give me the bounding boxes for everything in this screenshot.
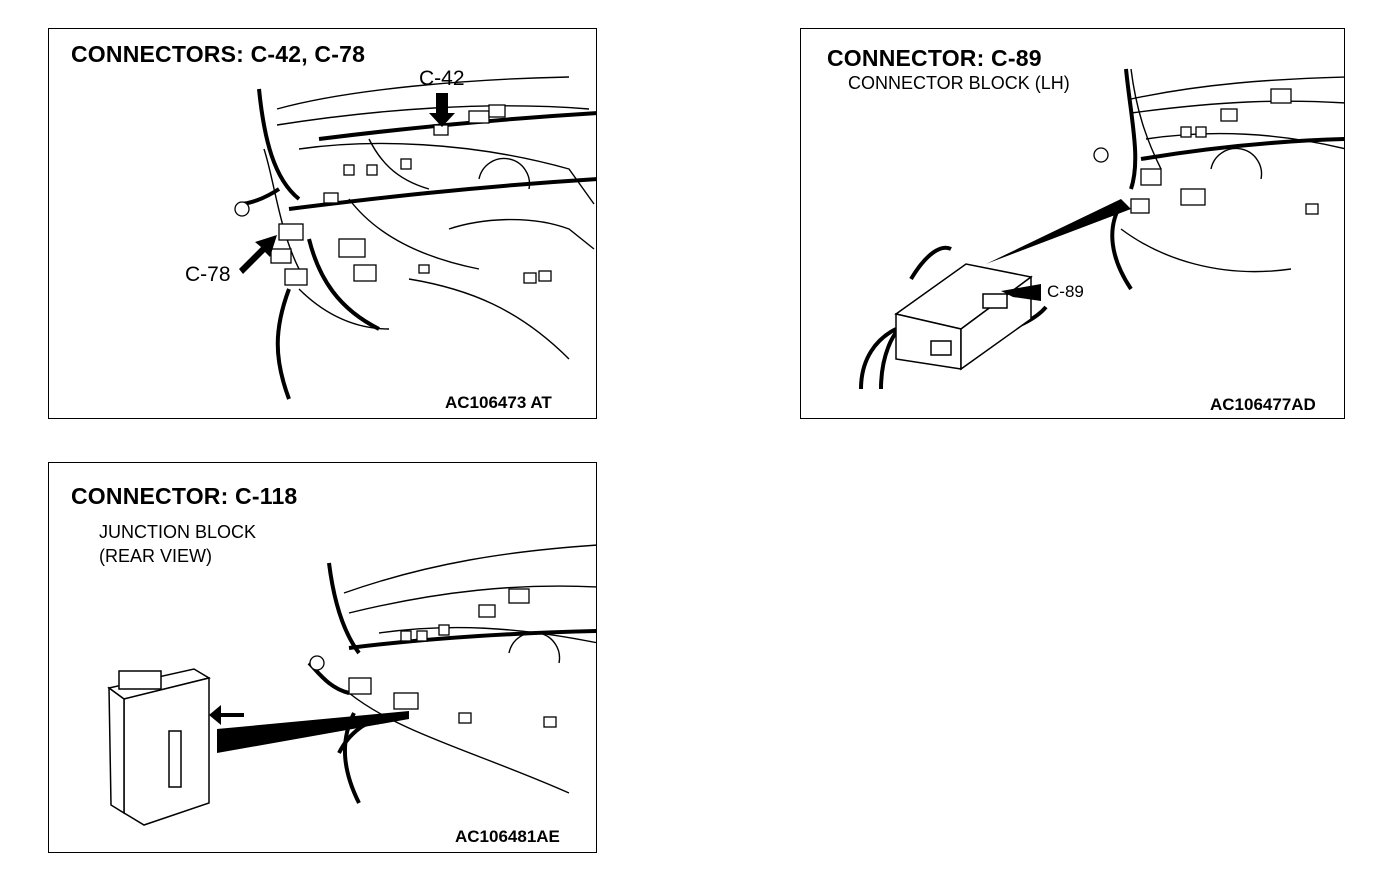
dashboard-connector-block-illustration (859, 68, 1344, 390)
panel-title: CONNECTOR: C-89 (827, 45, 1042, 71)
diagram-panel-c118: CONNECTOR: C-118 JUNCTION BLOCK (REAR VI… (48, 462, 597, 853)
panel-subtitle-line-2: (REAR VIEW) (99, 546, 213, 566)
panel-subtitle-line-1: JUNCTION BLOCK (99, 522, 257, 542)
panel-title: CONNECTOR: C-118 (71, 483, 298, 509)
figure-code: AC106481AE (455, 827, 560, 846)
junction-block-illustration (107, 544, 596, 826)
figure-code: AC106477AD (1210, 395, 1316, 414)
panel-subtitle: CONNECTOR BLOCK (LH) (848, 73, 1070, 93)
figure-code: AC106473 AT (445, 393, 552, 412)
diagram-panel-c42-c78: CONNECTORS: C-42, C-78 C-42 C-78 AC10647… (48, 28, 597, 419)
callout-c89: C-89 (1047, 282, 1084, 301)
diagram-panel-c89: CONNECTOR: C-89 CONNECTOR BLOCK (LH) C-8… (800, 28, 1345, 419)
panel-title: CONNECTORS: C-42, C-78 (71, 41, 366, 67)
callout-c42: C-42 (419, 67, 465, 90)
callout-c78: C-78 (185, 263, 231, 286)
dashboard-wiring-illustration (234, 76, 596, 400)
